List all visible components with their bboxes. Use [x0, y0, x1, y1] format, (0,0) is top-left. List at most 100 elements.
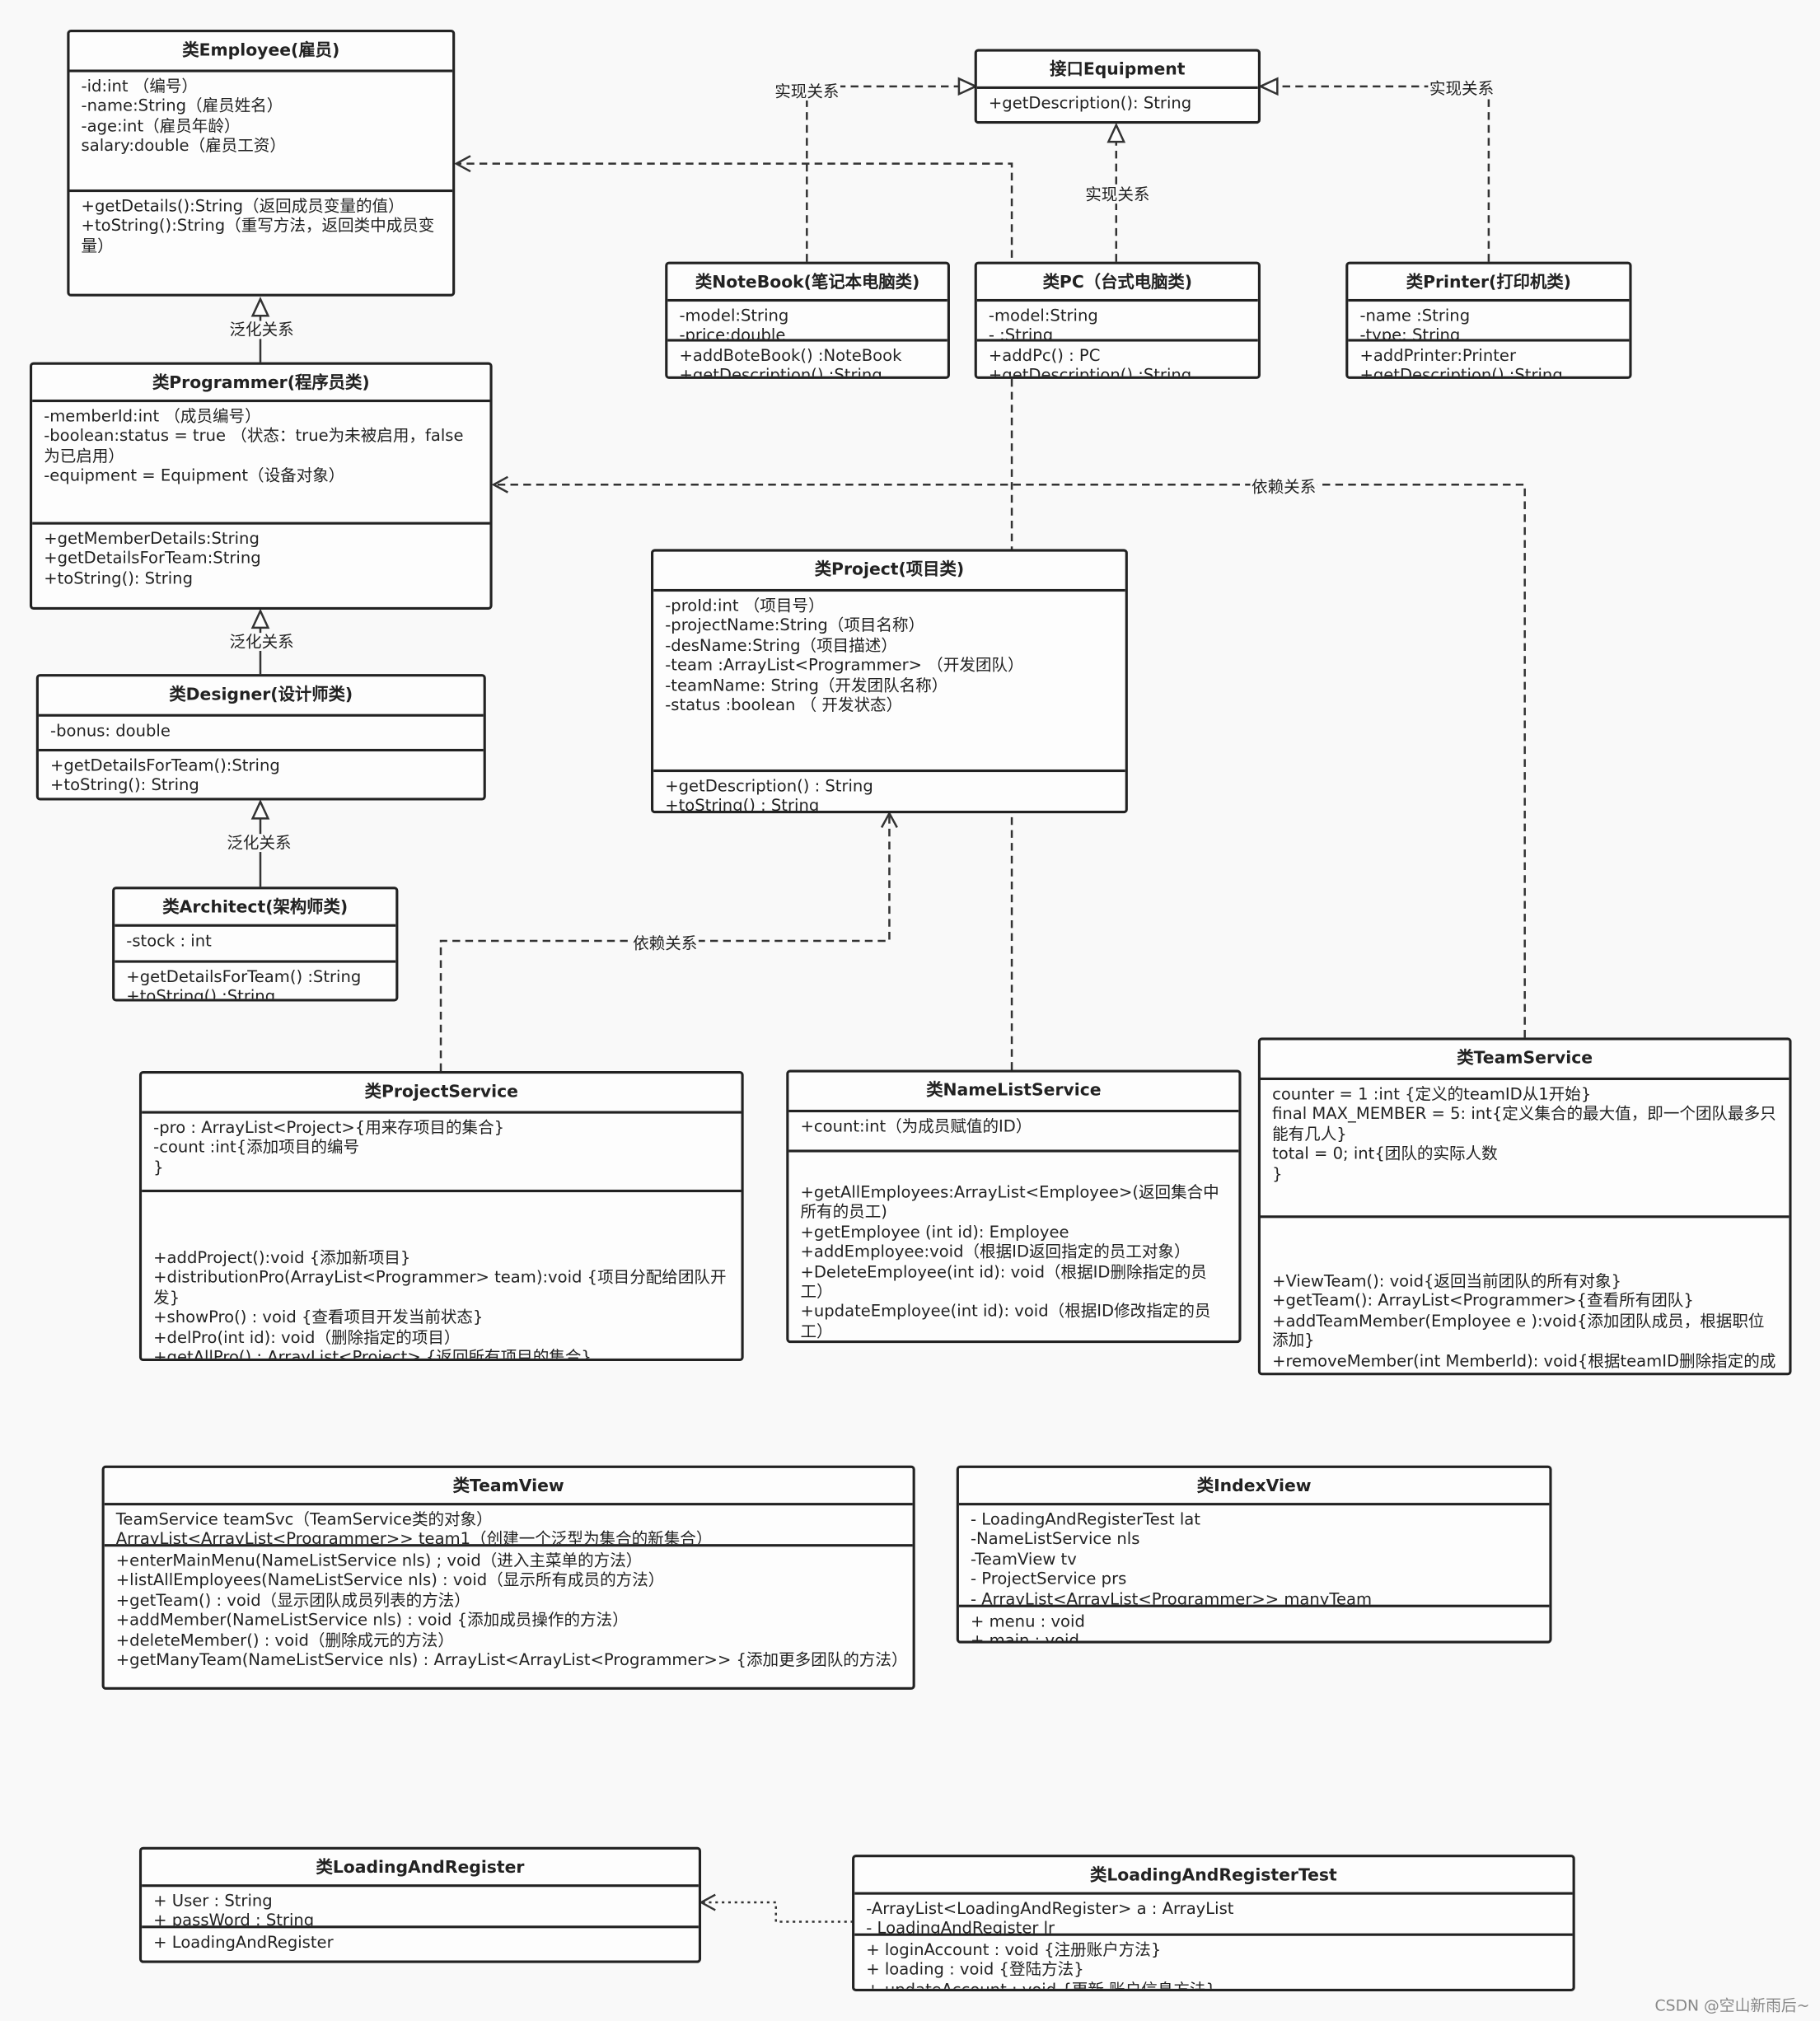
method-line: +deleteMember() : void（删除成元的方法） [115, 1630, 454, 1649]
interface-equipment[interactable]: 接口Equipment+getDescription(): String [974, 49, 1261, 124]
method-line: +ViewTeam(): void{返回当前团队的所有对象} [1272, 1270, 1621, 1290]
class-designer[interactable]: 类Designer(设计师类)-bonus: double+getDetails… [35, 674, 486, 801]
edge-printer-realizes-equipment [1275, 85, 1490, 262]
method-line: +getDescription() :String [679, 365, 882, 377]
attribute-line: -model:String [679, 305, 789, 325]
class-project[interactable]: 类Project(项目类)-proId:int （项目号）-projectNam… [651, 549, 1128, 814]
attribute-line: salary:double（雇员工资） [81, 135, 286, 156]
method-line: +getDescription() :String [988, 365, 1192, 377]
attribute-line: -boolean:status = true （状态：true为未被启用，fal… [44, 425, 464, 465]
method-line: +getMemberDetails:String [44, 528, 260, 548]
class-namelistservice[interactable]: 类NameListService+count:int（为成员赋值的ID）+get… [786, 1069, 1242, 1344]
attribute-line: -model:String [988, 305, 1098, 325]
attribute-line: -teamName: String（开发团队名称） [665, 675, 948, 695]
attribute-line: } [153, 1157, 164, 1177]
method-line: + loading : void {登陆方法} [866, 1959, 1084, 1979]
class-title: 类TeamView [104, 1468, 913, 1506]
class-title: 类Architect(架构师类) [115, 889, 396, 927]
method-line: +addPrinter:Printer [1359, 345, 1517, 365]
class-title: 类ProjectService [142, 1074, 742, 1114]
attribute-line: + User : String [153, 1890, 273, 1911]
class-teamservice[interactable]: 类TeamService counter = 1 :int {定义的teamID从… [1257, 1037, 1792, 1376]
method-line: +toString():String（重写方法，返回类中成员变量） [81, 215, 435, 255]
class-loadingandregistertest[interactable]: 类LoadingAndRegisterTest-ArrayList<Loadin… [852, 1855, 1575, 1991]
method-line: +DeleteEmployee(int id): void（根据ID删除指定的员… [800, 1261, 1207, 1301]
attribute-line: -pro : ArrayList<Project>{用来存项目的集合} [153, 1117, 505, 1137]
arrowhead-dep-employee [454, 155, 471, 173]
method-line: + menu : void [970, 1611, 1085, 1630]
attributes-section: -model:String-price:double [667, 302, 947, 339]
methods-section: +addPrinter:Printer+getDescription() :St… [1348, 339, 1630, 377]
class-loadingandregister[interactable]: 类LoadingAndRegister+ User : String+ pass… [138, 1846, 702, 1963]
class-notebook[interactable]: 类NoteBook(笔记本电脑类)-model:String-price:dou… [665, 261, 950, 379]
class-employee[interactable]: 类Employee(雇员)-id:int （编号）-name:String（雇员… [67, 29, 456, 297]
method-line: +getDetails():String（返回成员变量的值） [81, 195, 405, 216]
label-generalize-designer: 泛化关系 [227, 631, 296, 652]
methods-section: +getDescription() : String+toString() : … [653, 769, 1125, 811]
method-line: +addEmployee:void（根据ID返回指定的员工对象） [800, 1241, 1191, 1261]
arrowhead-pc-equipment [1107, 122, 1126, 143]
attribute-line: -memberId:int （成员编号） [44, 405, 261, 426]
method-line: +showPro() : void {查看项目开发当前状态} [153, 1307, 484, 1327]
method-line: +addBoteBook() :NoteBook [679, 345, 902, 365]
attribute-line: -equipment = Equipment（设备对象） [44, 465, 345, 485]
edge-notebook-realizes-equipment [806, 85, 961, 262]
attribute-line: -count :int{添加项目的编号 [153, 1137, 360, 1157]
attribute-line: -team :ArrayList<Programmer> （开发团队） [665, 655, 1024, 675]
methods-section: +getMemberDetails:String+getDetailsForTe… [32, 522, 490, 607]
class-printer[interactable]: 类Printer(打印机类)-name :String-type: String… [1345, 261, 1632, 379]
method-line: +listAllEmployees(NameListService nls) :… [115, 1570, 665, 1590]
attribute-line: - :String [988, 325, 1054, 339]
method-line: +getManyTeam(NameListService nls) : Arra… [115, 1649, 908, 1669]
attributes-section: -proId:int （项目号）-projectName:String（项目名称… [653, 592, 1125, 770]
label-realize-pc: 实现关系 [1083, 184, 1152, 204]
arrowhead-architect-designer [250, 799, 270, 820]
methods-section: +addProject():void {添加新项目}+distributionP… [142, 1189, 742, 1359]
methods-section: +getDetailsForTeam() :String+toString() … [115, 960, 396, 999]
method-line: +getDetailsForTeam:String [44, 548, 261, 568]
methods-section: +addPc() : PC+getDescription() :String [976, 339, 1258, 377]
methods-section: +getAllEmployees:ArrayList<Employee>(返回集… [788, 1149, 1239, 1340]
attributes-section: -stock : int [115, 927, 395, 961]
class-title: 接口Equipment [976, 52, 1258, 89]
method-line: +getTeam(): ArrayList<Programmer>{查看所有团队… [1272, 1290, 1694, 1311]
attribute-line: counter = 1 :int {定义的teamID从1开始} [1272, 1083, 1592, 1104]
class-indexview[interactable]: 类IndexView- LoadingAndRegisterTest lat-N… [956, 1465, 1552, 1644]
class-programmer[interactable]: 类Programmer(程序员类)-memberId:int （成员编号）-bo… [29, 362, 493, 610]
class-title: 类Printer(打印机类) [1348, 264, 1630, 302]
class-architect[interactable]: 类Architect(架构师类)-stock : int+getDetailsF… [112, 887, 399, 1002]
attribute-line: -bonus: double [50, 720, 171, 740]
class-title: 类NoteBook(笔记本电脑类) [667, 264, 947, 302]
attribute-line: -name:String（雇员姓名） [81, 96, 283, 115]
class-title: 类Project(项目类) [653, 552, 1125, 592]
class-title: 类LoadingAndRegister [142, 1850, 699, 1888]
methods-section: + menu : void+ main ; void [958, 1604, 1550, 1641]
class-pc[interactable]: 类PC（台式电脑类)-model:String- :String+addPc()… [974, 261, 1261, 379]
method-line: +getAllPro() : ArrayList<Project> {返回所有项… [153, 1346, 592, 1359]
method-line: +toString() :String [126, 986, 276, 999]
attributes-section: -ArrayList<LoadingAndRegister> a : Array… [854, 1895, 1572, 1933]
method-line: +delPro(int id): void（删除指定的项目） [153, 1326, 461, 1347]
class-title: 类Employee(雇员) [69, 32, 453, 73]
method-line: + main ; void [970, 1630, 1079, 1641]
arrowhead-designer-programmer [250, 608, 270, 629]
methods-section: + loginAccount : void {注册账户方法}+ loading … [854, 1933, 1573, 1989]
attributes-section: + User : String+ passWord : String [142, 1887, 699, 1925]
method-line: +getAllEmployees:ArrayList<Employee>(返回集… [800, 1181, 1219, 1222]
attribute-line: } [1272, 1163, 1283, 1183]
attributes-section: -memberId:int （成员编号）-boolean:status = tr… [32, 402, 489, 522]
method-line: +getEmployee (int id): Employee [800, 1221, 1069, 1242]
methods-section: +getDetails():String（返回成员变量的值）+toString(… [69, 189, 453, 294]
label-generalize-programmer: 泛化关系 [227, 319, 296, 339]
method-line: + LoadingAndRegister [153, 1932, 334, 1952]
method-line: +updateEmployee(int id): void（根据ID修改指定的员… [800, 1301, 1211, 1340]
attribute-line: TeamService teamSvc（TeamService类的对象） [115, 1509, 493, 1529]
class-projectservice[interactable]: 类ProjectService -pro : ArrayList<Project>… [138, 1071, 744, 1362]
class-title: 类Designer(设计师类) [38, 676, 484, 717]
class-title: 类TeamService [1260, 1040, 1790, 1080]
attribute-line: -NameListService nls [970, 1529, 1140, 1549]
method-line: +enterMainMenu(NameListService nls) ; vo… [115, 1550, 643, 1570]
method-line: +removeMember(int MemberId): void{根据team… [1272, 1350, 1776, 1373]
